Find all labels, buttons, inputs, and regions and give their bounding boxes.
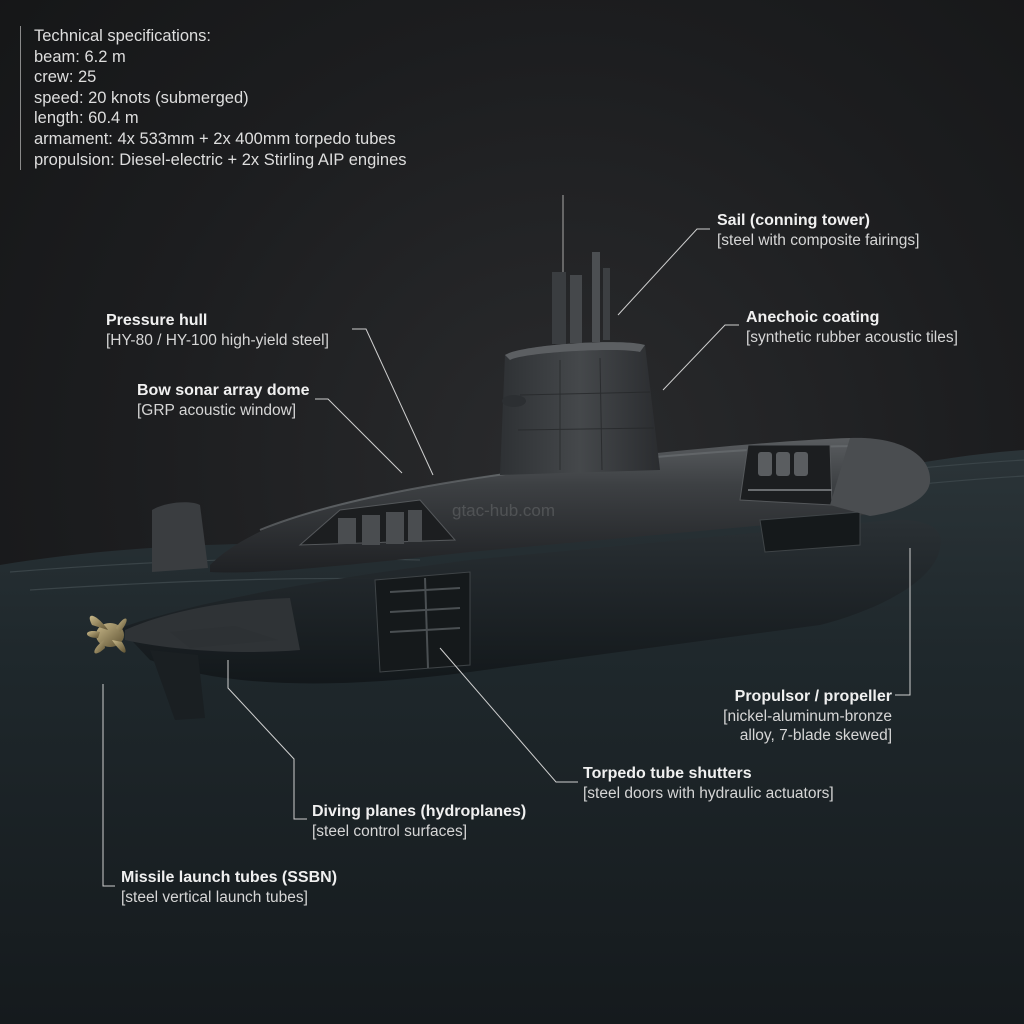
cutaway-bow	[298, 499, 457, 546]
watermark: gtac-hub.com	[452, 501, 555, 520]
bow	[830, 437, 931, 516]
callout-anechoic: Anechoic coating [synthetic rubber acous…	[746, 308, 958, 347]
callout-propulsor: Propulsor / propeller [nickel-aluminum-b…	[723, 687, 892, 746]
callout-missile-title: Missile launch tubes (SSBN)	[121, 869, 338, 886]
callout-missile-sub: [steel vertical launch tubes]	[121, 888, 308, 906]
callout-bow-sonar-title: Bow sonar array dome	[137, 382, 310, 399]
callout-propulsor-sub1: [nickel-aluminum-bronze	[723, 707, 892, 725]
callout-diving-title: Diving planes (hydroplanes)	[312, 803, 527, 820]
leader-missile	[102, 684, 115, 887]
spec-propulsion: propulsion: Diesel-electric + 2x Stirlin…	[34, 150, 407, 169]
diving-plane	[170, 626, 278, 648]
sail-top	[505, 342, 645, 360]
callout-sail-title: Sail (conning tower)	[717, 212, 870, 229]
leader-anechoic	[662, 324, 739, 391]
cutaway-stern	[739, 444, 833, 506]
leader-lines	[102, 228, 911, 887]
hull-underwater	[120, 519, 941, 684]
cutaway-underwater	[374, 511, 861, 673]
callout-pressure-hull-title: Pressure hull	[106, 312, 208, 329]
callout-bow-sonar-sub: [GRP acoustic window]	[137, 401, 297, 419]
sail-tower	[500, 342, 660, 475]
leader-pressure-hull	[352, 328, 434, 476]
spec-beam: beam: 6.2 m	[34, 47, 126, 66]
leader-bow-sonar	[315, 398, 403, 474]
callout-diving-sub: [steel control surfaces]	[312, 822, 468, 840]
callout-anechoic-sub: [synthetic rubber acoustic tiles]	[746, 328, 958, 346]
leader-diving	[227, 660, 307, 820]
callout-bow-sonar: Bow sonar array dome [GRP acoustic windo…	[137, 381, 310, 420]
lower-rudder	[150, 650, 205, 720]
mast-4	[603, 268, 610, 340]
mast-3	[592, 252, 600, 342]
callout-pressure-hull-sub: [HY-80 / HY-100 high-yield steel]	[106, 331, 329, 349]
callout-pressure-hull: Pressure hull [HY-80 / HY-100 high-yield…	[106, 311, 329, 350]
spec-crew: crew: 25	[34, 68, 97, 87]
leader-sail	[617, 228, 710, 316]
callout-propulsor-title: Propulsor / propeller	[734, 688, 892, 705]
propeller	[86, 615, 127, 654]
mast-1	[552, 272, 566, 344]
specs-heading: Technical specifications:	[34, 27, 212, 45]
callout-sail: Sail (conning tower) [steel with composi…	[717, 211, 919, 250]
callout-missile: Missile launch tubes (SSBN) [steel verti…	[121, 868, 337, 907]
callout-anechoic-title: Anechoic coating	[746, 309, 880, 326]
mast-2	[570, 275, 582, 343]
leader-propulsor	[895, 548, 911, 696]
technical-specifications: Technical specifications: beam: 6.2 m cr…	[20, 26, 407, 171]
callout-torpedo-sub: [steel doors with hydraulic actuators]	[583, 784, 834, 802]
callout-diving: Diving planes (hydroplanes) [steel contr…	[312, 802, 526, 841]
callout-torpedo-title: Torpedo tube shutters	[583, 765, 752, 782]
sail-panel-grid	[517, 357, 655, 471]
leader-torpedo	[439, 647, 578, 783]
upper-rudder	[152, 502, 208, 572]
callout-propulsor-sub2: alloy, 7-blade skewed]	[739, 727, 892, 744]
spec-armament: armament: 4x 533mm + 2x 400mm torpedo tu…	[34, 129, 396, 148]
spec-length: length: 60.4 m	[34, 109, 139, 128]
callout-torpedo: Torpedo tube shutters [steel doors with …	[583, 764, 834, 803]
sail-plane	[502, 395, 526, 407]
spec-speed: speed: 20 knots (submerged)	[34, 88, 249, 107]
callout-sail-sub: [steel with composite fairings]	[717, 231, 920, 249]
